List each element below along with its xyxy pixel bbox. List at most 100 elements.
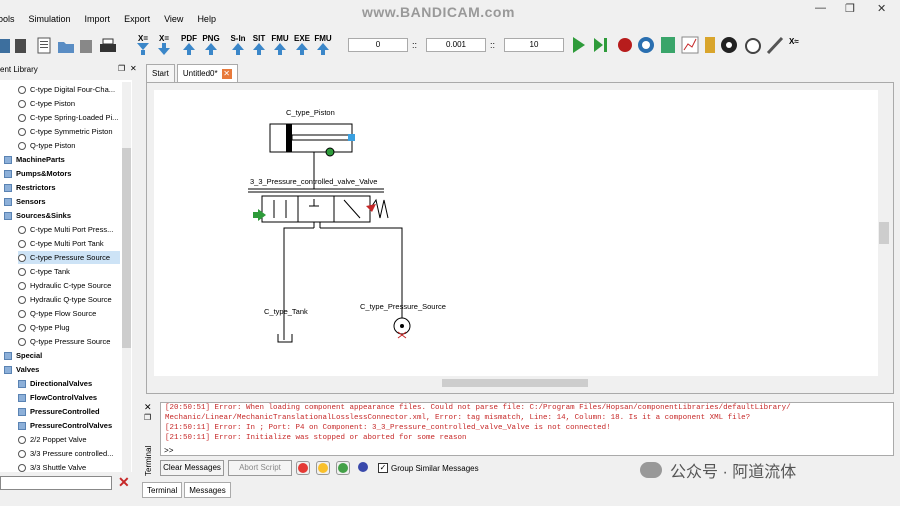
valve-component[interactable] [248,188,389,228]
library-folder[interactable]: Pumps&Motors [4,167,120,180]
stop-time-field[interactable]: 10 [504,38,564,52]
library-item[interactable]: Hydraulic C-type Source [18,279,120,292]
menu-simulation[interactable]: Simulation [28,14,71,24]
library-item[interactable]: C-type Pressure Source [18,251,120,264]
piston-component[interactable] [269,123,355,157]
error-filter-button[interactable] [296,461,310,475]
wand-icon[interactable] [766,36,784,55]
library-item[interactable]: C-type Multi Port Tank [18,237,120,250]
debug-icon[interactable] [618,38,632,52]
component-label: C_type_Pressure_Source [360,302,446,311]
tank-component[interactable] [277,334,293,343]
canvas-horizontal-thumb[interactable] [442,379,588,387]
library-item[interactable]: Q-type Piston [18,139,120,152]
library-search-input[interactable] [0,476,112,490]
library-item[interactable]: Q-type Plug [18,321,120,334]
library-item[interactable]: 2/2 Poppet Valve [18,433,120,446]
import-x-button[interactable]: X= [153,34,175,56]
library-folder[interactable]: PressureControlValves [18,419,120,432]
group-messages-checkbox[interactable]: ✓ [378,463,388,473]
wechat-watermark: 公众号 · 阿道流体 [640,458,796,482]
document-icon [37,37,51,54]
close-window-button[interactable]: ✕ [877,3,887,15]
clear-search-icon[interactable]: ✕ [118,474,130,490]
library-item[interactable]: C-type Tank [18,265,120,278]
component-icon [18,99,26,108]
library-folder[interactable]: FlowControlValves [18,391,120,404]
tab-start[interactable]: Start [146,64,175,82]
library-folder[interactable]: Sensors [4,195,120,208]
simulate-icon[interactable] [573,37,585,53]
import-fmu-button[interactable]: FMU [312,34,334,56]
export-exe-button[interactable]: EXE [291,34,313,56]
library-item[interactable]: C-type Digital Four-Cha... [18,83,120,96]
export-png-button[interactable]: PNG [200,34,222,56]
menu-view[interactable]: View [164,14,184,24]
battery-icon[interactable] [705,37,715,53]
undock-icon[interactable]: ❐ [118,64,126,73]
export-sit-button[interactable]: SIT [248,34,270,56]
stopwatch-icon[interactable] [745,38,761,54]
optimize-icon[interactable]: X≈ [789,37,799,46]
clear-messages-button[interactable]: Clear Messages [160,460,224,476]
library-folder[interactable]: Sources&Sinks [4,209,120,222]
library-item[interactable]: Q-type Flow Source [18,307,120,320]
library-folder[interactable]: MachineParts [4,153,120,166]
undock-terminal-icon[interactable]: ❐ [144,413,152,422]
export-simulink-button[interactable]: S-In [227,34,249,56]
export-x-button[interactable]: X= [132,34,154,56]
tab-terminal[interactable]: Terminal [142,482,183,498]
abort-script-button[interactable]: Abort Script [228,460,292,476]
warning-filter-button[interactable] [316,461,330,475]
library-item[interactable]: Hydraulic Q-type Source [18,293,120,306]
library-item[interactable]: C-type Piston [18,97,120,110]
library-item[interactable]: Q-type Pressure Source [18,335,120,348]
info-filter-button[interactable] [336,461,350,475]
terminal-prompt[interactable]: >> [164,447,174,456]
simulate-fast-icon[interactable] [594,38,603,52]
library-folder[interactable]: Valves [4,363,120,376]
library-item-label: C-type Symmetric Piston [30,127,113,136]
library-title: ent Library [0,65,38,74]
canvas-vertical-thumb[interactable] [879,222,889,244]
save-icon [0,39,10,53]
library-folder[interactable]: Restrictors [4,181,120,194]
menu-tools[interactable]: ools [0,14,15,24]
library-item-label: 2/2 Poppet Valve [30,435,87,444]
close-panel-icon[interactable]: ✕ [130,64,137,73]
library-item[interactable]: C-type Multi Port Press... [18,223,120,236]
maximize-button[interactable]: ❐ [845,3,855,15]
hydraulic-schematic [248,123,411,343]
library-item[interactable]: 3/3 Shuttle Valve [18,461,120,472]
tab-messages[interactable]: Messages [184,482,231,498]
library-item[interactable]: C-type Symmetric Piston [18,125,120,138]
library-folder[interactable]: DirectionalValves [18,377,120,390]
debug-filter-button[interactable] [356,461,370,475]
component-icon [18,323,26,332]
model-canvas[interactable]: C_type_Piston 3_3_Pressure_controlled_va… [154,90,878,376]
library-item[interactable]: 3/3 Pressure controlled... [18,447,120,460]
library-scroll-thumb[interactable] [122,148,131,348]
export-pdf-button[interactable]: PDF [178,34,200,56]
measure-icon[interactable] [661,37,675,53]
close-terminal-icon[interactable]: ✕ [144,402,152,412]
library-item-label: Sources&Sinks [16,211,72,220]
library-folder[interactable]: Special [4,349,120,362]
pressure-source-component[interactable] [393,317,411,339]
library-folder[interactable]: PressureControlled [18,405,120,418]
library-item[interactable]: C-type Spring-Loaded Pi... [18,111,120,124]
start-time-field[interactable]: 0 [348,38,408,52]
library-item-label: Q-type Flow Source [30,309,97,318]
close-tab-icon[interactable]: ✕ [221,68,232,79]
terminal-output[interactable]: [20:50:51] Error: When loading component… [160,402,894,456]
tab-untitled0[interactable]: Untitled0*✕ [176,64,238,82]
time-step-field[interactable]: 0.001 [426,38,486,52]
library-item-label: PressureControlled [30,407,100,416]
export-fmu-button[interactable]: FMU [269,34,291,56]
folder-icon [18,379,26,388]
menu-help[interactable]: Help [197,14,216,24]
library-item-label: DirectionalValves [30,379,93,388]
minimize-button[interactable]: — [815,2,826,14]
menu-export[interactable]: Export [124,14,151,24]
menu-import[interactable]: Import [84,14,111,24]
